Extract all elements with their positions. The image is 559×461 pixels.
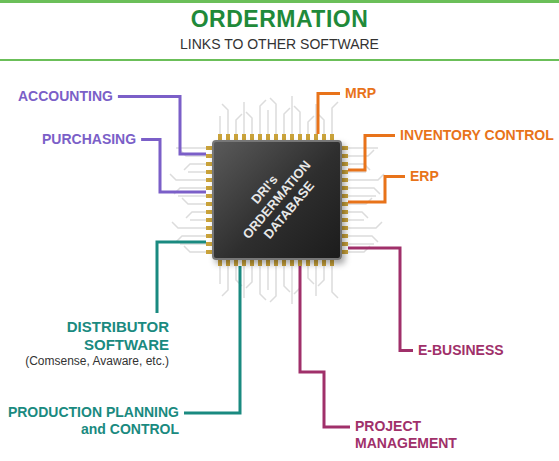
software-name: ERP [410,168,439,185]
software-label: ACCOUNTING [18,88,113,105]
link-line [141,139,206,192]
link-line [184,266,240,413]
link-line [348,176,405,202]
software-name: PURCHASING [42,131,136,148]
link-line [348,248,413,350]
software-label: PROJECT MANAGEMENT [355,418,475,452]
link-line [157,242,206,313]
software-name: PROJECT MANAGEMENT [355,418,475,452]
link-line [300,266,350,427]
link-line [318,93,340,134]
software-label: PURCHASING [42,131,136,148]
software-label: DISTRIBUTOR SOFTWARE(Comsense, Avaware, … [4,318,169,370]
software-label: ERP [410,168,439,185]
software-name: PRODUCTION PLANNING and CONTROL [4,404,179,438]
software-examples: (Comsense, Avaware, etc.) [4,354,169,370]
circuit-traces [170,96,384,304]
software-name: INVENTORY CONTROL [400,127,554,144]
label-group: LINKS TO OTHER SOFTWARE [0,36,559,52]
software-name: ACCOUNTING [18,88,113,105]
software-label: MRP [345,85,376,102]
header-rule [0,59,559,61]
subtitle: LINKS TO OTHER SOFTWARE [0,36,559,52]
software-label: E-BUSINESS [418,342,504,359]
software-label: INVENTORY CONTROL [400,127,554,144]
chip-label: DRI's ORDERMATION DATABASE [226,146,327,253]
link-line [348,135,395,170]
header-rule [0,0,559,3]
software-label: PRODUCTION PLANNING and CONTROL [4,404,179,438]
software-name: DISTRIBUTOR SOFTWARE [4,318,169,354]
software-name: MRP [345,85,376,102]
software-name: E-BUSINESS [418,342,504,359]
chip-pins [206,134,348,266]
database-chip: DRI's ORDERMATION DATABASE [212,140,342,260]
title: ORDERMATION [0,6,559,33]
